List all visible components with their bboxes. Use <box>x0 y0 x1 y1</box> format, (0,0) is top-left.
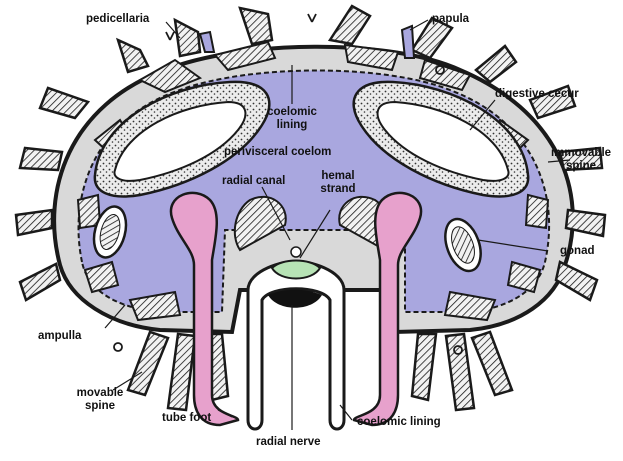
label-radial-nerve: radial nerve <box>256 436 321 449</box>
label-perivisceral-coelom: perivisceral coelom <box>224 146 331 159</box>
radial-nerve <box>268 290 322 308</box>
label-digestive-cecum: digestive cecur <box>495 88 579 101</box>
label-hemal-strand-line1: hemal <box>312 170 364 183</box>
label-immovable-spine-line1: immovable <box>544 147 618 160</box>
label-pedicellaria: pedicellaria <box>86 13 149 26</box>
label-gonad: gonad <box>560 245 595 258</box>
label-coelomic-lining-top-line2: lining <box>262 119 322 132</box>
label-immovable-spine: immovable spine <box>544 147 618 173</box>
label-coelomic-lining-top-line1: coelomic <box>262 106 322 119</box>
label-coelomic-lining-top: coelomic lining <box>262 106 322 132</box>
label-hemal-strand-line2: strand <box>312 183 364 196</box>
label-tube-foot: tube foot <box>162 412 211 425</box>
label-movable-spine-line1: movable <box>70 387 130 400</box>
label-movable-spine-line2: spine <box>70 400 130 413</box>
hemal-strand <box>272 261 320 279</box>
label-radial-canal: radial canal <box>222 175 285 188</box>
label-ampulla: ampulla <box>38 330 81 343</box>
ambulacral-groove <box>248 262 344 429</box>
label-immovable-spine-line2: spine <box>544 160 618 173</box>
label-movable-spine: movable spine <box>70 387 130 413</box>
movable-spines <box>128 332 512 410</box>
label-coelomic-lining-bottom: coelomic lining <box>357 416 441 429</box>
label-papula: papula <box>432 13 469 26</box>
radial-canal <box>291 247 301 257</box>
label-hemal-strand: hemal strand <box>312 170 364 196</box>
